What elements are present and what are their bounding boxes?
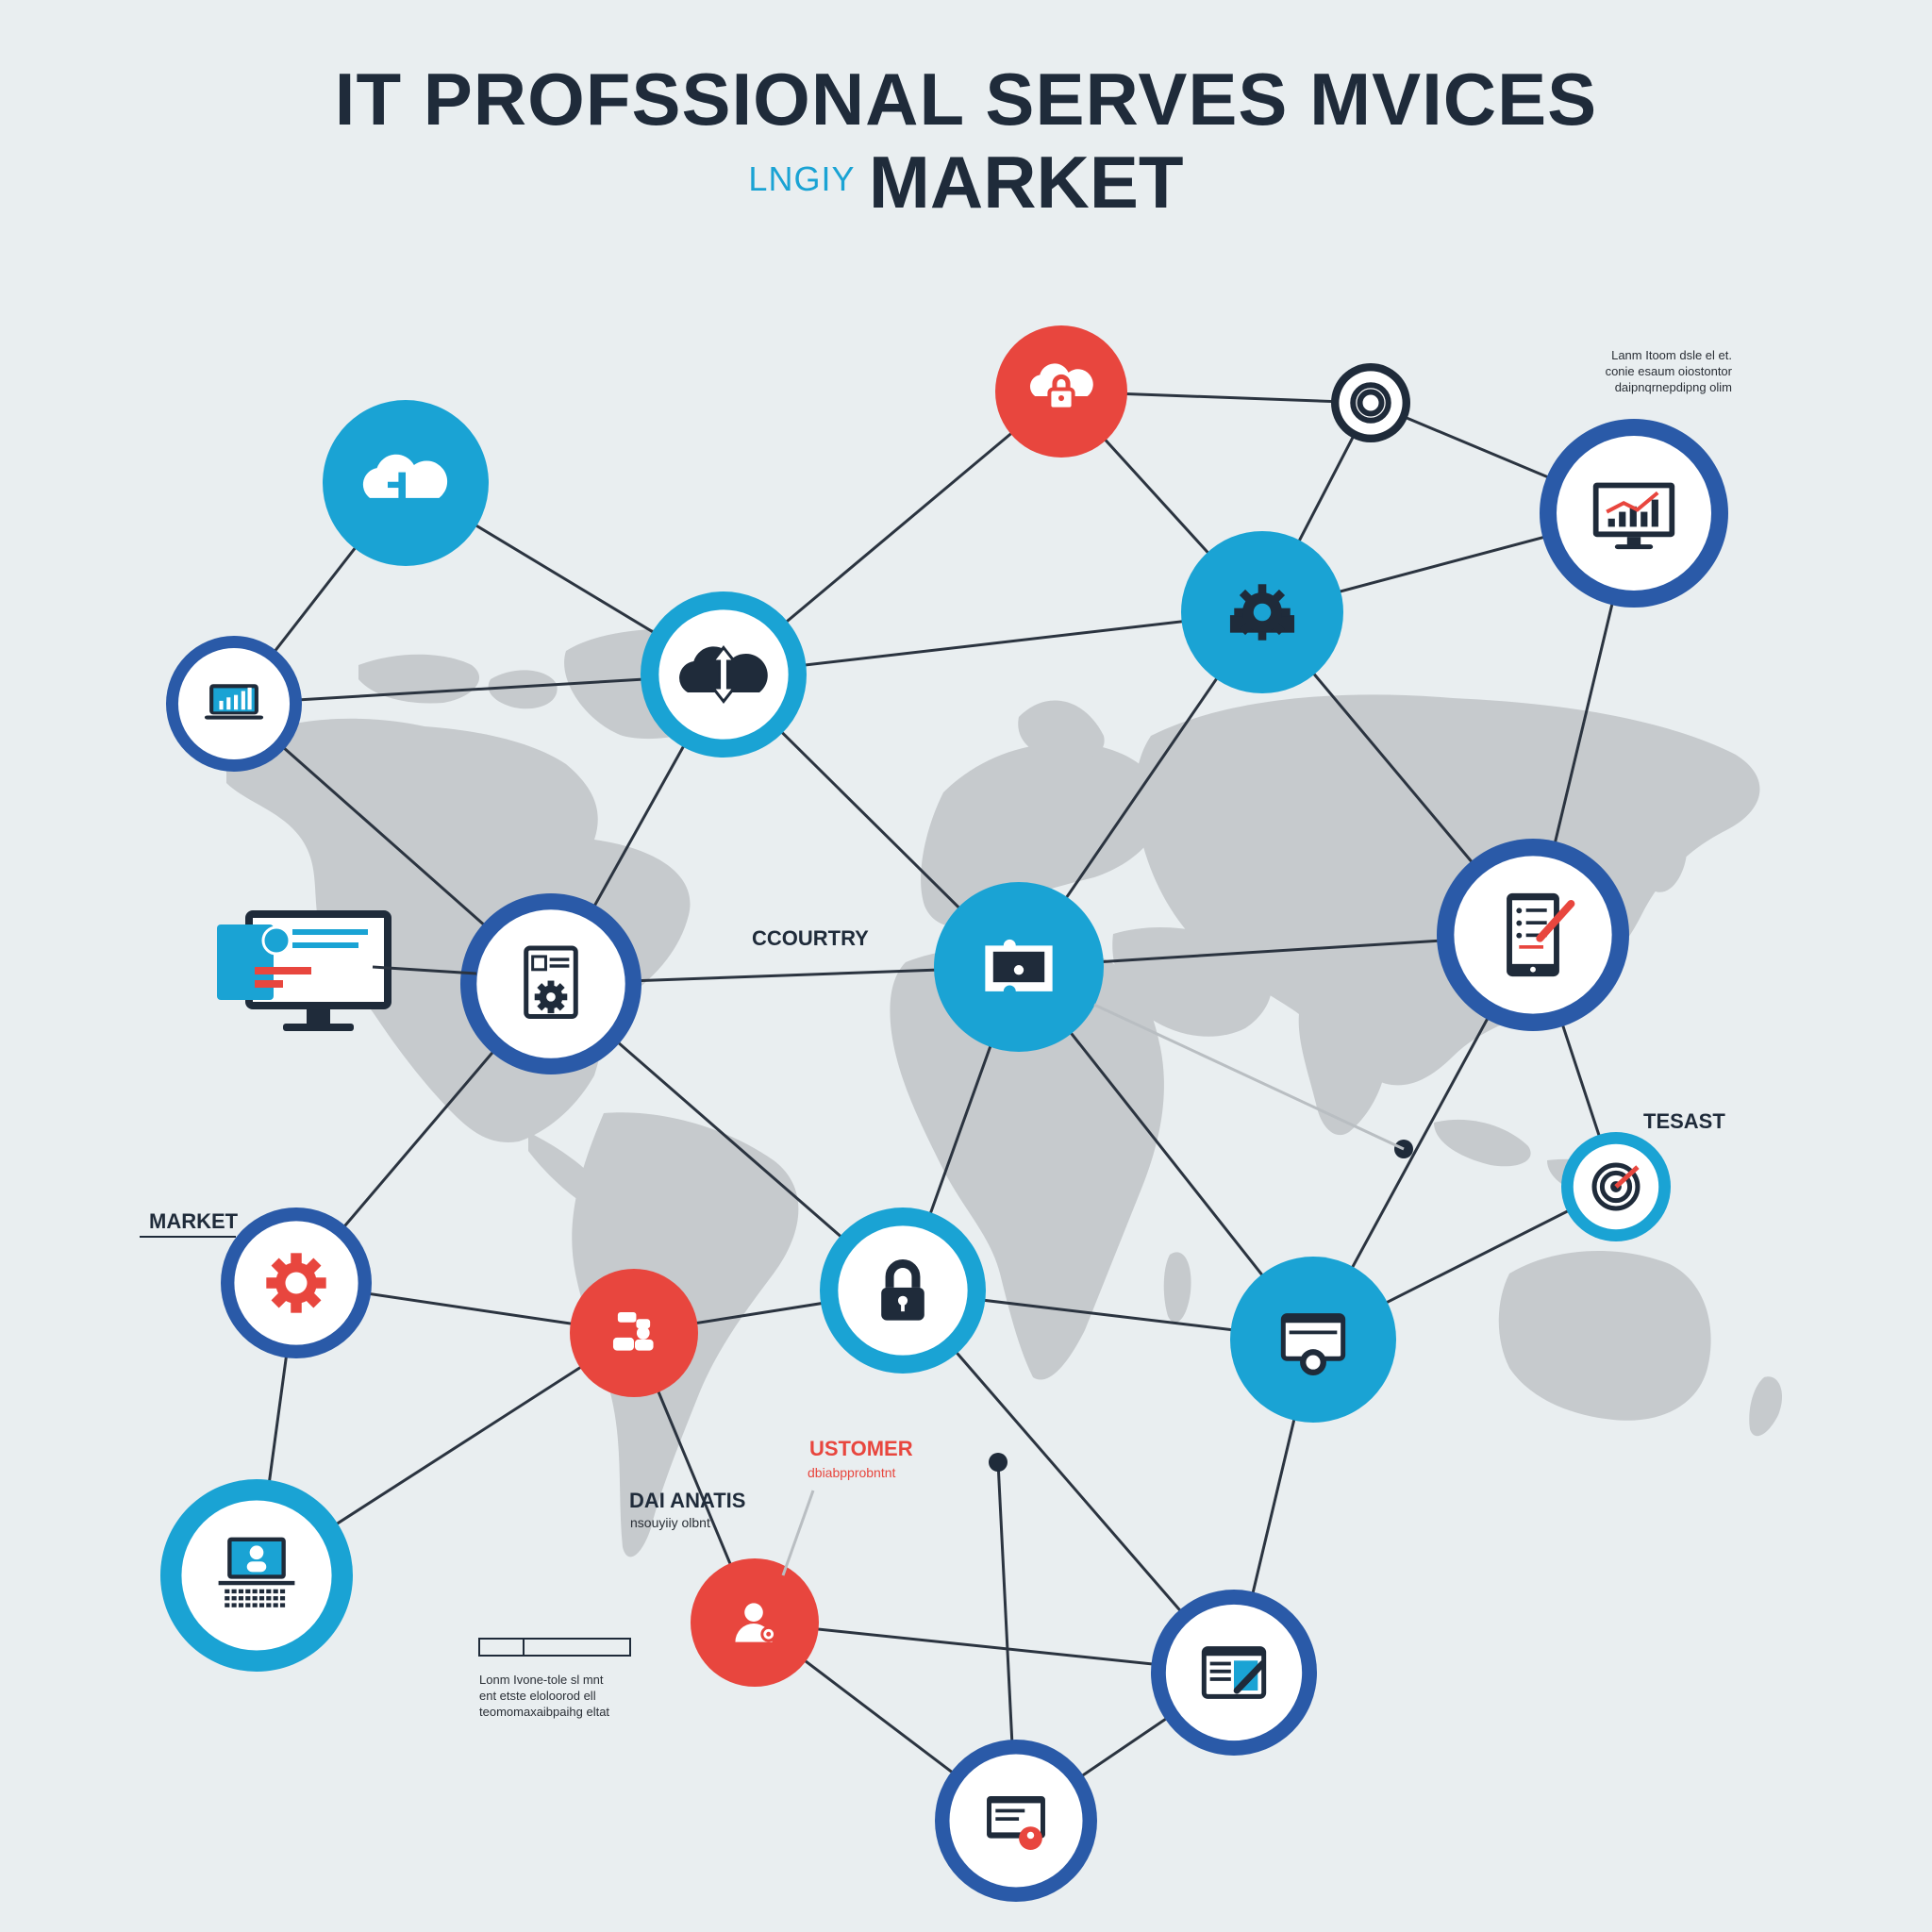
- target-arrow-icon: [1561, 1132, 1671, 1241]
- note-line: ent etste eloloorod ell: [479, 1689, 596, 1703]
- map-japan: [1649, 826, 1688, 892]
- connection-line: [901, 1290, 1236, 1674]
- label-market: MARKET: [149, 1209, 239, 1233]
- map-india: [1298, 996, 1388, 1136]
- junction-dot: [989, 1453, 1008, 1472]
- label-data-analytics-sub: nsouyiiy olbnt: [630, 1515, 710, 1530]
- pointer-line: [1093, 1003, 1405, 1151]
- monitor-growth-icon: [1540, 419, 1728, 608]
- people-chat-icon: [570, 1269, 698, 1397]
- document-user-icon: [935, 1740, 1097, 1902]
- map-australia: [1498, 1251, 1711, 1421]
- page-title: IT PROFSSIONAL SERVES MVICES: [334, 58, 1598, 141]
- label-country: CCOURTRY: [752, 926, 869, 950]
- gear-icon: [221, 1208, 372, 1358]
- map-europe: [921, 742, 1162, 927]
- note-bottom-left: Lonm Ivone-tole sl mnt ent etste eloloor…: [479, 1672, 649, 1720]
- cloud-sync-icon: [641, 591, 807, 758]
- laptop-chart-icon: [166, 636, 302, 772]
- map-africa: [890, 946, 1164, 1380]
- target-icon: [1331, 363, 1410, 442]
- note-line: daipnqrnepdipng olim: [1614, 380, 1732, 394]
- computer-user-icon: [160, 1479, 353, 1672]
- note-line: conie esaum oiostontor: [1605, 364, 1732, 378]
- connector-line: [372, 965, 477, 975]
- document-gear-icon: [460, 893, 641, 1074]
- label-customer: USTOMER: [809, 1437, 913, 1460]
- note-line: Lonm Ivone-tole sl mnt: [479, 1673, 604, 1687]
- tablet-checklist-icon: [1437, 839, 1629, 1031]
- browser-edit-icon: [1151, 1590, 1317, 1756]
- map-se-asia-islands: [1434, 1119, 1531, 1167]
- note-bar: [478, 1638, 631, 1657]
- map-asia: [1135, 694, 1760, 1086]
- browser-camera-icon: [1230, 1257, 1396, 1423]
- map-madagascar: [1163, 1252, 1191, 1323]
- gear-server-icon: [1181, 531, 1343, 693]
- note-line: Lanm Itoom dsle el et.: [1611, 348, 1732, 362]
- cloud-upload-icon: [323, 400, 489, 566]
- note-top-right: Lanm Itoom dsle el et. conie esaum oiost…: [1581, 347, 1732, 395]
- map-new-zealand: [1749, 1376, 1783, 1437]
- user-settings-icon: [691, 1558, 819, 1687]
- label-tesast: TESAST: [1643, 1109, 1725, 1133]
- pointer-line: [781, 1490, 815, 1576]
- subtitle-small: LNGIY: [748, 159, 856, 198]
- service-nodes: [160, 325, 1728, 1902]
- label-data-analytics: DAI ANATIS: [629, 1489, 746, 1512]
- puzzle-laptop-icon: [934, 882, 1104, 1052]
- map-scandinavia: [1018, 700, 1105, 761]
- note-line: teomomaxaibpaihg eltat: [479, 1705, 610, 1719]
- connection-line: [723, 610, 1263, 676]
- label-customer-sub: dbiabpprobntnt: [808, 1465, 896, 1480]
- dashboard-monitor-icon: [217, 910, 391, 1031]
- cloud-lock-icon: [995, 325, 1127, 458]
- page-subtitle: LNGIY MARKET: [0, 140, 1932, 225]
- subtitle-big: MARKET: [868, 141, 1184, 224]
- map-arctic-islands-2: [488, 670, 558, 709]
- padlock-icon: [820, 1208, 986, 1374]
